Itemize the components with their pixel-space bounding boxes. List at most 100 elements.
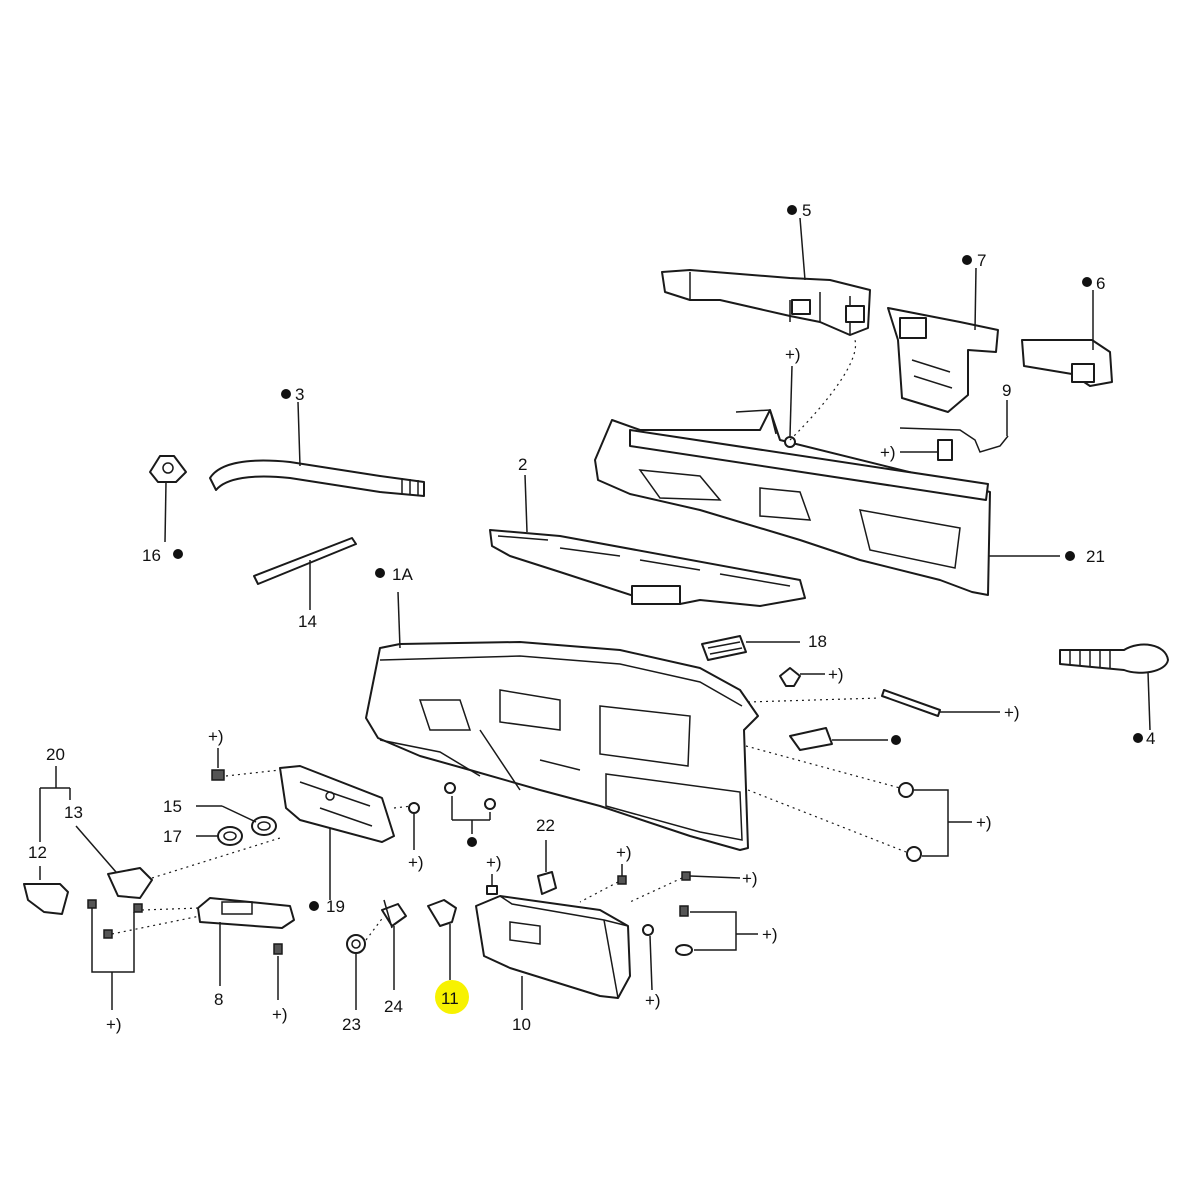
part-17-knob[interactable]: [217, 826, 243, 846]
label-11: 11: [441, 989, 459, 1008]
part-18-vent[interactable]: [701, 635, 747, 661]
part-2-defroster-duct[interactable]: [489, 529, 806, 607]
leader-1A: [397, 591, 401, 649]
label-10: 10: [512, 1015, 531, 1034]
leader-screw-far-right: [689, 875, 741, 879]
leader-16: [164, 481, 167, 543]
clip-22: [486, 885, 498, 895]
label-23: 23: [342, 1015, 361, 1034]
leader-7: [974, 267, 977, 331]
label-13: 13: [64, 803, 83, 822]
part-7-center-duct[interactable]: [887, 307, 999, 413]
part-11-latch[interactable]: [427, 899, 457, 927]
dotted-strip: [747, 697, 881, 703]
part-15-knob[interactable]: [251, 816, 277, 836]
bracket-right: [789, 727, 833, 751]
bullet-7: [962, 255, 972, 265]
screw-left-a: [87, 899, 97, 909]
label-7: 7: [977, 251, 986, 270]
part-14-strip[interactable]: [253, 537, 357, 585]
dotted-screw-far-right: [629, 877, 683, 903]
label-18: 18: [808, 632, 827, 651]
leader-screws-left: [91, 908, 135, 973]
part-16-grommet[interactable]: [149, 455, 187, 483]
plus-screw-far-right: +): [742, 869, 758, 888]
part-4-right-hose[interactable]: [1059, 643, 1169, 674]
bullet-4: [1133, 733, 1143, 743]
label-9: 9: [1002, 381, 1011, 400]
part-10-glove-box[interactable]: [475, 895, 631, 999]
part-21-crossbeam-frame[interactable]: [594, 409, 991, 596]
label-14: 14: [298, 612, 317, 631]
leader-plus-frame: [789, 365, 793, 437]
label-4: 4: [1146, 729, 1155, 748]
label-21: 21: [1086, 547, 1105, 566]
label-24: 24: [384, 997, 403, 1016]
leader-13: [75, 825, 117, 873]
part-1A-instrument-panel[interactable]: [365, 641, 759, 851]
label-1A: 1A: [392, 565, 413, 584]
leader-screw-pair: [690, 911, 737, 951]
leader-4: [1147, 671, 1151, 731]
part-12-cover[interactable]: [23, 883, 69, 915]
screw-19: [211, 769, 225, 781]
bullet-21: [1065, 551, 1075, 561]
dotted-23-24: [365, 915, 385, 941]
part-8-switch-bracket[interactable]: [197, 897, 295, 929]
clip-18: [779, 667, 801, 687]
plus-screws-left: +): [106, 1015, 122, 1034]
leader-box-stop: [649, 935, 653, 991]
label-15: 15: [163, 797, 182, 816]
leader-15b: [221, 805, 257, 823]
bullet-1A: [375, 568, 385, 578]
screw-far-right: [681, 871, 691, 881]
clip-19: [408, 802, 420, 814]
label-8: 8: [214, 990, 223, 1009]
clip-right-a: [898, 782, 914, 798]
plus-9: +): [880, 443, 896, 462]
plus-strip-right: +): [1004, 703, 1020, 722]
bullet-3: [281, 389, 291, 399]
part-13-bracket[interactable]: [107, 867, 153, 899]
frame-screw: [784, 436, 796, 448]
plus-clip-19: +): [408, 853, 424, 872]
plus-frame: +): [785, 345, 801, 364]
leader-5: [799, 217, 806, 281]
plus-19-screw: +): [208, 727, 224, 746]
plus-screw-pair: +): [762, 925, 778, 944]
part-22-fitting[interactable]: [537, 871, 557, 895]
label-6: 6: [1096, 274, 1105, 293]
part-5-air-duct[interactable]: [661, 269, 871, 336]
plus-box-screw: +): [616, 843, 632, 862]
label-19: 19: [326, 897, 345, 916]
part-19-trim-panel[interactable]: [279, 765, 395, 843]
bullet-panel-bolts: [467, 837, 477, 847]
part-9-bracket-rod[interactable]: [899, 427, 1009, 461]
part-23-bushing[interactable]: [346, 934, 366, 954]
box-screw: [617, 875, 627, 885]
bullet-5: [787, 205, 797, 215]
dotted-frame-duct: [789, 339, 857, 441]
screw-left-b: [133, 903, 143, 913]
leader-3: [297, 401, 301, 467]
dotted-left: [111, 837, 281, 935]
screw-pair-b: [675, 944, 693, 956]
leader-clips-right: [914, 789, 949, 857]
label-5: 5: [802, 201, 811, 220]
bullet-16: [173, 549, 183, 559]
part-3-side-hose[interactable]: [209, 459, 425, 497]
part-6-side-duct[interactable]: [1021, 339, 1113, 387]
box-stop: [642, 924, 654, 936]
bullet-6: [1082, 277, 1092, 287]
strip-right: [881, 689, 941, 717]
label-3: 3: [295, 385, 304, 404]
label-16: 16: [142, 546, 161, 565]
label-22: 22: [536, 816, 555, 835]
label-2: 2: [518, 455, 527, 474]
label-12: 12: [28, 843, 47, 862]
plus-clips-right: +): [976, 813, 992, 832]
part-24-lock[interactable]: [381, 899, 407, 929]
bullet-bracket-right: [891, 735, 901, 745]
dotted-box-screw: [579, 881, 619, 903]
